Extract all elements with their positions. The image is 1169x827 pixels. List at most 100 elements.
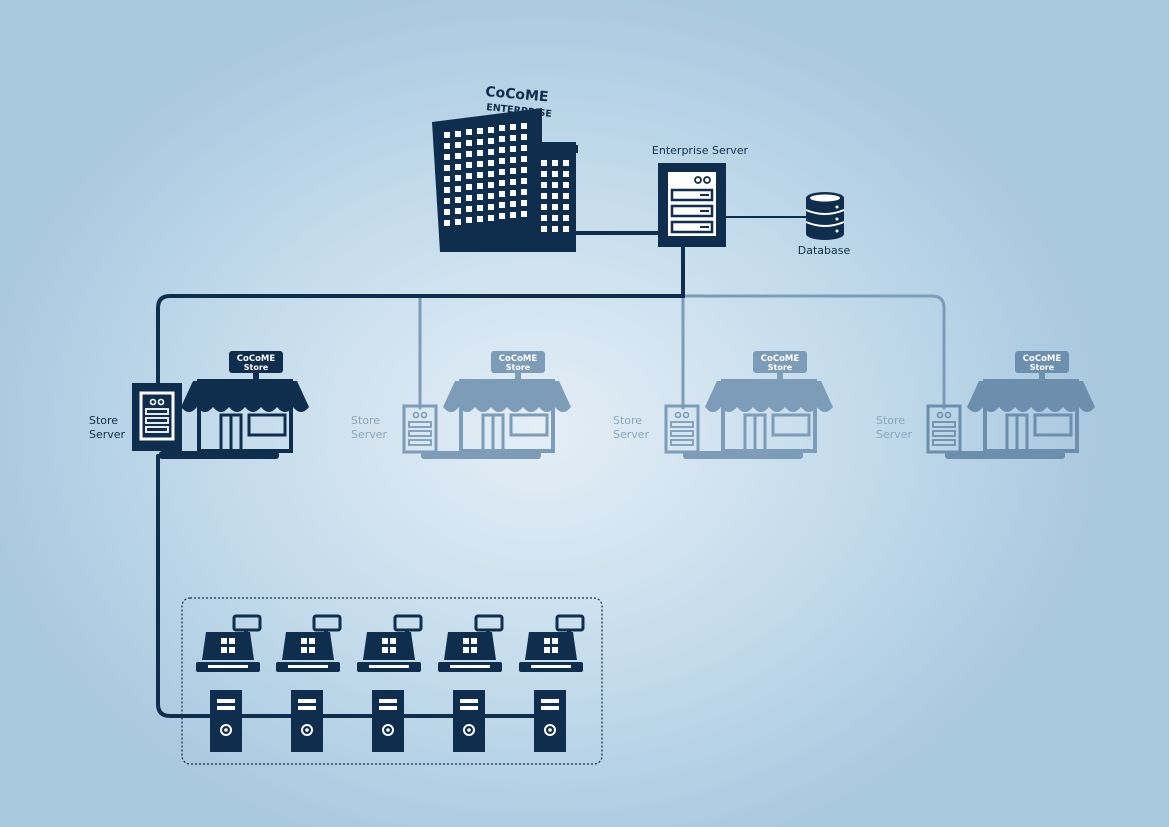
store-server-label-line1: Store [351,414,380,427]
building-window [541,160,547,166]
building-window [455,164,461,170]
store-icon [943,349,1097,461]
building-window [444,176,450,182]
store-server-label-line2: Server [351,428,388,441]
store-sign-line2: Store [506,363,531,372]
building-window [510,201,516,207]
pc-tower-icon [452,689,486,753]
building-window [552,193,558,199]
pc-tower-icon [371,689,405,753]
building-window [510,190,516,196]
building-window [552,226,558,232]
store-server-label-line1: Store [89,414,118,427]
building-window [499,202,505,208]
building-icon [432,108,578,252]
building-window [488,193,494,199]
building-window [541,226,547,232]
building-window [466,206,472,212]
store-sign-line1: CoCoME [499,354,538,364]
store-sign-line2: Store [768,363,793,372]
enterprise-server-label: Enterprise Server [652,144,749,157]
building-window [510,157,516,163]
building-window [444,165,450,171]
building-window [563,193,569,199]
building-window [541,171,547,177]
building-window [521,189,527,195]
enterprise-logo-line1: CoCoME [485,84,549,105]
building-window [488,160,494,166]
store-2: CoCoME Store Store Server [351,349,573,461]
store-server-icon [926,404,962,454]
building-window [541,182,547,188]
network-links [156,216,946,718]
store-server-label-line1: Store [876,414,905,427]
building-window [477,194,483,200]
building-window [499,191,505,197]
building-window [510,212,516,218]
building-window [563,204,569,210]
store-sign-line1: CoCoME [1023,354,1062,364]
building-window [510,168,516,174]
database-label: Database [798,244,851,257]
building-window [455,153,461,159]
building-window [466,184,472,190]
link-store-1 [156,246,685,388]
building-window [444,220,450,226]
link-store-pos-bus [156,454,538,718]
pos-cluster-frame [181,597,603,765]
store-sign-line1: CoCoME [237,354,276,364]
building-window [477,183,483,189]
building-window [488,149,494,155]
building-window [466,217,472,223]
cash-register-icon [355,614,423,674]
cash-register-icon [194,614,262,674]
building-window [552,204,558,210]
building-window [521,211,527,217]
building-window [563,226,569,232]
building-window [455,131,461,137]
building-window [499,125,505,131]
building-window [499,180,505,186]
building-window [477,150,483,156]
pos-terminals [194,614,585,753]
store-sign-line2: Store [244,363,269,372]
building-window [488,204,494,210]
building-window [444,132,450,138]
store-sign-line2: Store [1030,363,1055,372]
building-window [499,147,505,153]
building-window [444,209,450,215]
store-sign-line1: CoCoME [761,354,800,364]
building-window [499,158,505,164]
building-window [521,167,527,173]
building-window [510,146,516,152]
building-window [466,140,472,146]
building-window [444,154,450,160]
building-window [466,129,472,135]
building-window [563,160,569,166]
pc-tower-icon [533,689,567,753]
store-3: CoCoME Store Store Server [613,349,835,461]
building-window [488,182,494,188]
building-window [521,178,527,184]
store-1: CoCoME Store Store Server [89,349,311,461]
building-window [552,215,558,221]
building-window [541,204,547,210]
building-window [510,124,516,130]
building-window [477,128,483,134]
building-window [499,169,505,175]
building-window [444,187,450,193]
cash-register-icon [517,614,585,674]
pc-tower-icon [290,689,324,753]
building-window [455,197,461,203]
building-window [541,215,547,221]
building-window [466,162,472,168]
building-window [552,171,558,177]
building-window [488,127,494,133]
building-window [455,219,461,225]
building-window [477,205,483,211]
building-window [563,215,569,221]
building-window [455,142,461,148]
building-window [510,135,516,141]
